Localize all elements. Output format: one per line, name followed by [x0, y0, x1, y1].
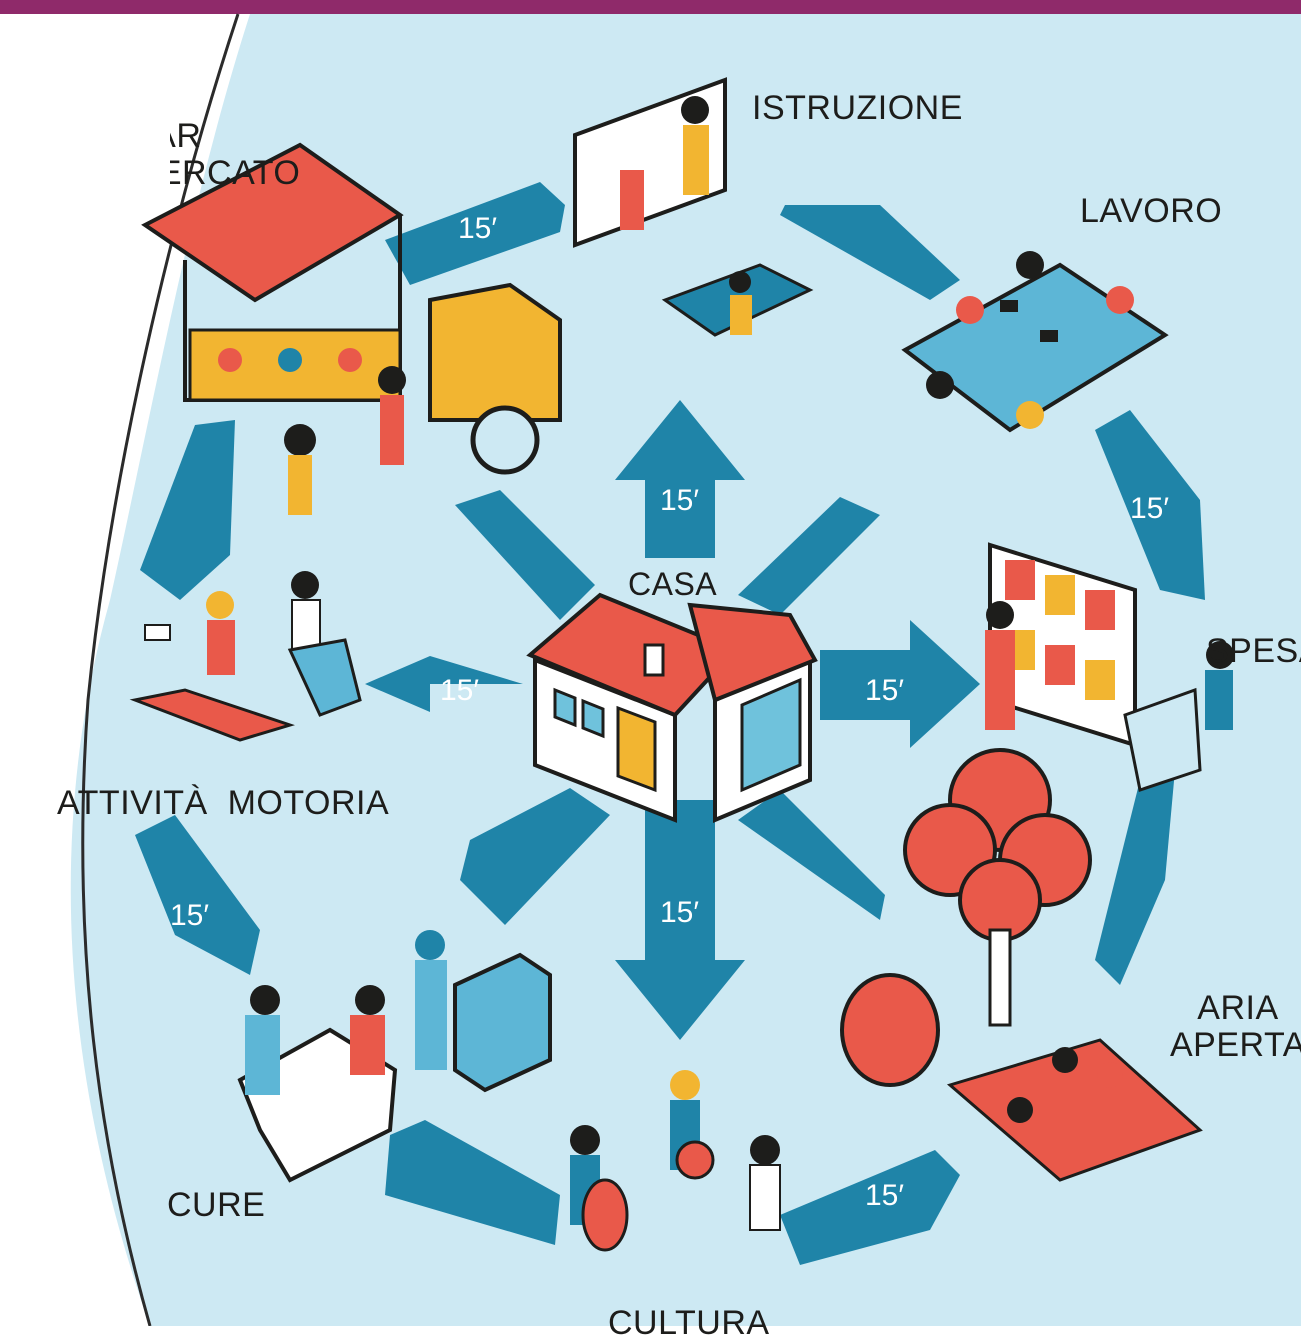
header-band	[0, 0, 1301, 14]
market-stall-illustration	[141, 142, 562, 515]
radial-arrow-right	[820, 620, 980, 748]
office-illustration	[901, 251, 1169, 433]
park-illustration	[840, 748, 1203, 1182]
radial-arrow-upleft	[455, 490, 595, 620]
ring-arrow-cultura-cure	[385, 1120, 560, 1245]
label-attivita-motoria: ATTIVITÀ MOTORIA	[57, 784, 390, 822]
classroom-illustration	[573, 77, 814, 337]
time-label: 15′	[1130, 492, 1169, 525]
chimney	[643, 643, 665, 677]
radial-arrows	[365, 400, 980, 1040]
ring-arrow-lavoro-spesa	[1095, 410, 1205, 600]
ring-arrow-attivita-bar	[140, 420, 235, 600]
radial-arrow-down	[615, 800, 745, 1040]
dental-clinic-illustration	[237, 930, 552, 1183]
label-cultura: CULTURA	[608, 1304, 770, 1342]
window	[581, 698, 605, 739]
garage-roof	[687, 602, 818, 703]
ring-arrows	[135, 182, 1205, 1265]
radial-arrow-downleft	[460, 788, 610, 925]
radial-arrow-downright	[738, 790, 885, 920]
label-casa: CASA	[628, 566, 718, 602]
house-illustration	[526, 592, 818, 824]
label-bar-mercato: BAR MERCATO	[130, 117, 301, 193]
label-istruzione: ISTRUZIONE	[752, 89, 963, 127]
time-label: 15′	[170, 899, 209, 932]
label-lavoro: LAVORO	[1080, 192, 1223, 230]
musicians-illustration	[570, 1070, 781, 1252]
time-label: 15′	[660, 896, 699, 929]
ring-arrow-istruzione-lavoro	[780, 205, 960, 300]
time-label: 15′	[440, 674, 479, 707]
label-aria-aperta: ARIA APERTA	[1170, 989, 1301, 1065]
time-label: 15′	[865, 674, 904, 707]
label-cure: CURE	[167, 1186, 266, 1224]
front-door	[616, 705, 657, 793]
supermarket-illustration	[985, 542, 1234, 792]
ring-arrow-bar-istruzione	[385, 182, 565, 285]
ring-arrow-aria-cultura	[780, 1150, 960, 1265]
time-label: 15′	[458, 212, 497, 245]
ring-arrow-spesa-aria	[1095, 760, 1175, 985]
radial-arrow-upright	[738, 497, 880, 615]
window	[553, 687, 577, 728]
ring-arrow-cure-attivita	[135, 815, 260, 975]
gym-illustration	[129, 571, 362, 742]
travel-time-labels: 15′ 15′ 15′ 15′ 15′ 15′ 15′ 15′	[170, 212, 1169, 1212]
radial-arrow-up	[615, 400, 745, 558]
time-label: 15′	[660, 484, 699, 517]
radial-arrow-left	[365, 656, 523, 712]
time-label: 15′	[865, 1179, 904, 1212]
garage-door	[740, 677, 802, 793]
